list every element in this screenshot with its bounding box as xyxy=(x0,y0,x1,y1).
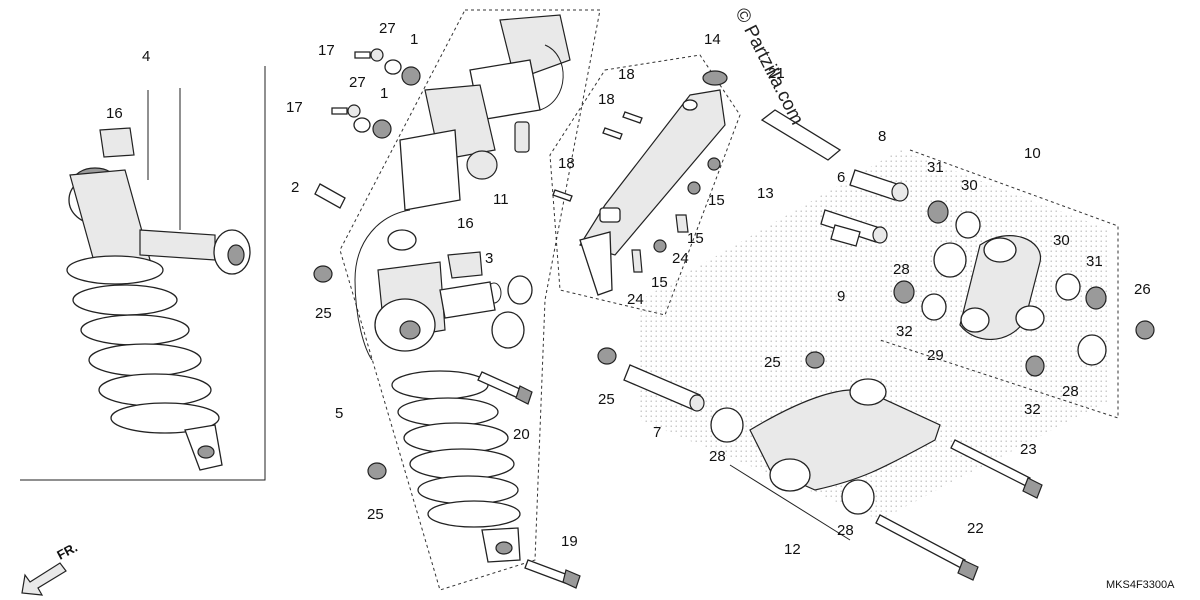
callout-label: 1 xyxy=(410,31,418,48)
callout-label: 10 xyxy=(1024,145,1041,162)
callout-label: 16 xyxy=(106,105,123,122)
callout-label: 16 xyxy=(457,215,474,232)
callout-label: 17 xyxy=(318,42,335,59)
rear-shock-assembly-drawing xyxy=(20,66,266,481)
callout-label: 2 xyxy=(291,179,299,196)
callout-label: 29 xyxy=(927,347,944,364)
callout-label: 14 xyxy=(704,31,721,48)
callout-label: 28 xyxy=(837,522,854,539)
callout-label: 13 xyxy=(757,185,774,202)
callout-label: 27 xyxy=(379,20,396,37)
callout-label: 18 xyxy=(598,91,615,108)
callout-label: 1 xyxy=(380,85,388,102)
callout-label: 28 xyxy=(1062,383,1079,400)
callout-label: 3 xyxy=(485,250,493,267)
callout-label: 5 xyxy=(335,405,343,422)
callout-label: 8 xyxy=(878,128,886,145)
callout-label: 26 xyxy=(1134,281,1151,298)
callout-label: 12 xyxy=(784,541,801,558)
callout-label: 19 xyxy=(561,533,578,550)
front-direction-label: FR. xyxy=(54,540,80,563)
callout-label: 31 xyxy=(1086,253,1103,270)
callout-label: 28 xyxy=(893,261,910,278)
callout-label: 31 xyxy=(927,159,944,176)
callout-label: 4 xyxy=(142,48,150,65)
front-direction-arrow xyxy=(21,562,67,596)
bracket-assembly-drawing xyxy=(549,54,741,316)
callout-label: 28 xyxy=(709,448,726,465)
callout-label: 25 xyxy=(598,391,615,408)
callout-label: 24 xyxy=(672,250,689,267)
callout-label: 30 xyxy=(1053,232,1070,249)
callout-label: 18 xyxy=(618,66,635,83)
callout-label: 22 xyxy=(967,520,984,537)
callout-label: 32 xyxy=(1024,401,1041,418)
callout-label: 7 xyxy=(653,424,661,441)
callout-label: 20 xyxy=(513,426,530,443)
callout-label: 9 xyxy=(837,288,845,305)
linkage-drawing xyxy=(597,109,1155,581)
callout-label: 21 xyxy=(768,65,785,82)
callout-label: 30 xyxy=(961,177,978,194)
callout-label: 25 xyxy=(315,305,332,322)
watermark: © Partzilla.com xyxy=(731,5,808,129)
callout-label: 25 xyxy=(367,506,384,523)
callout-label: 18 xyxy=(558,155,575,172)
callout-label: 15 xyxy=(687,230,704,247)
callout-label: 27 xyxy=(349,74,366,91)
callout-label: 15 xyxy=(708,192,725,209)
callout-label: 32 xyxy=(896,323,913,340)
callout-label: 23 xyxy=(1020,441,1037,458)
diagram-code: MKS4F3300A xyxy=(1106,579,1175,591)
callout-label: 6 xyxy=(837,169,845,186)
callout-label: 15 xyxy=(651,274,668,291)
callout-label: 11 xyxy=(493,191,509,208)
shock-components-drawing xyxy=(313,9,601,591)
callout-label: 17 xyxy=(286,99,303,116)
callout-label: 24 xyxy=(627,291,644,308)
callout-label: 25 xyxy=(764,354,781,371)
